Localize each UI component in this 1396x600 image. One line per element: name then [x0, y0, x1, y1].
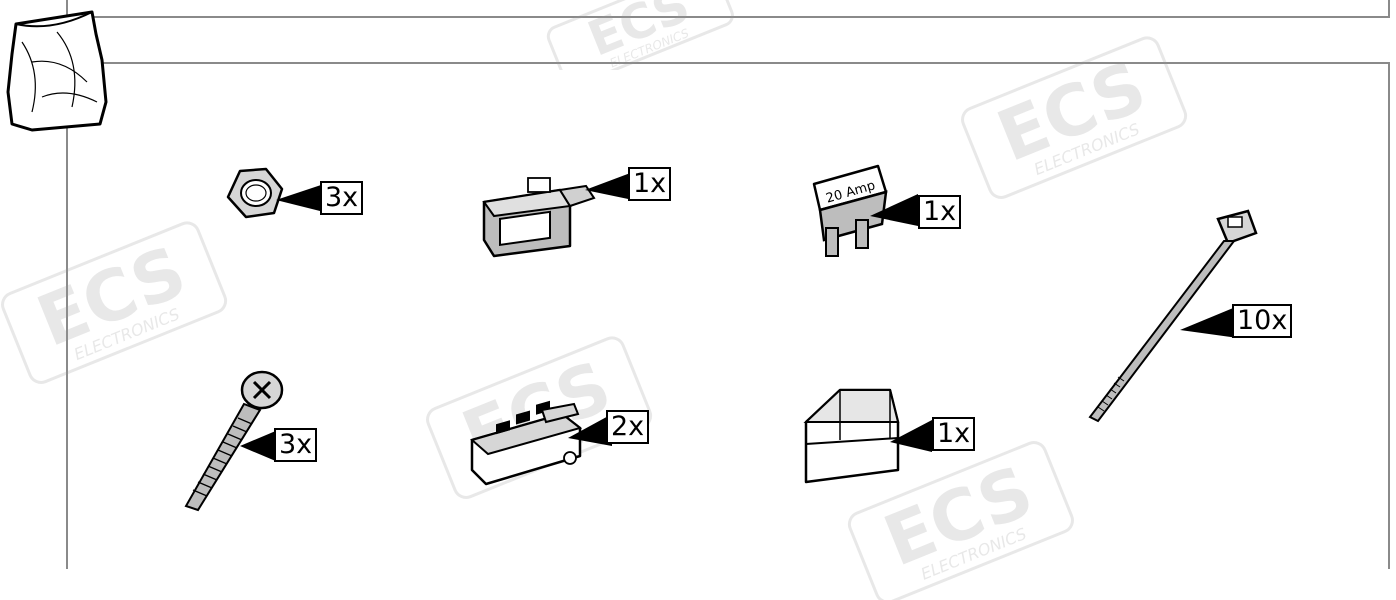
- callout-pointer: [568, 414, 612, 446]
- quantity-label: 1x: [628, 167, 672, 201]
- quantity-label: 3x: [274, 428, 318, 462]
- upper-panel-bottom-border: [66, 16, 1390, 18]
- quantity-label: 1x: [918, 195, 962, 229]
- watermark-top-center: ECS ELECTRONICS: [546, 0, 734, 70]
- watermark-brand: ECS: [580, 0, 697, 68]
- quantity-label: 10x: [1232, 304, 1293, 338]
- callout-pointer: [890, 420, 932, 452]
- callout-pointer: [585, 172, 633, 200]
- upper-panel-right-border: [1388, 0, 1390, 18]
- upper-panel-left-border: [66, 0, 68, 18]
- lower-panel-top-border: [66, 62, 1390, 64]
- cable-tie-icon: [1088, 209, 1258, 423]
- quantity-label: 2x: [606, 410, 650, 444]
- quantity-label: 1x: [932, 417, 976, 451]
- watermark-subtitle: ELECTRONICS: [71, 304, 182, 364]
- fuse-holder-cap-icon: [803, 388, 900, 484]
- quantity-label: 3x: [320, 181, 364, 215]
- callout-pointer: [276, 184, 324, 212]
- connector-housing-icon: [482, 177, 596, 258]
- lower-panel-left-border: [66, 62, 68, 569]
- callout-pointer: [240, 430, 278, 462]
- watermark-top-right: ECS ELECTRONICS: [961, 36, 1188, 199]
- callout-pointer: [1180, 306, 1238, 338]
- callout-pointer: [870, 194, 918, 226]
- hex-nut-icon: [226, 167, 284, 219]
- plug-connector-icon: [469, 400, 583, 486]
- watermark-subtitle: ELECTRONICS: [918, 524, 1029, 584]
- screw-icon: [184, 370, 284, 512]
- watermark-subtitle: ELECTRONICS: [1031, 119, 1142, 179]
- fuse-icon: 20 Amp: [812, 164, 888, 257]
- lower-panel-right-border: [1388, 62, 1390, 569]
- bag-icon: [6, 10, 108, 132]
- watermark-brand: ECS: [26, 230, 197, 363]
- watermark-brand: ECS: [986, 45, 1157, 178]
